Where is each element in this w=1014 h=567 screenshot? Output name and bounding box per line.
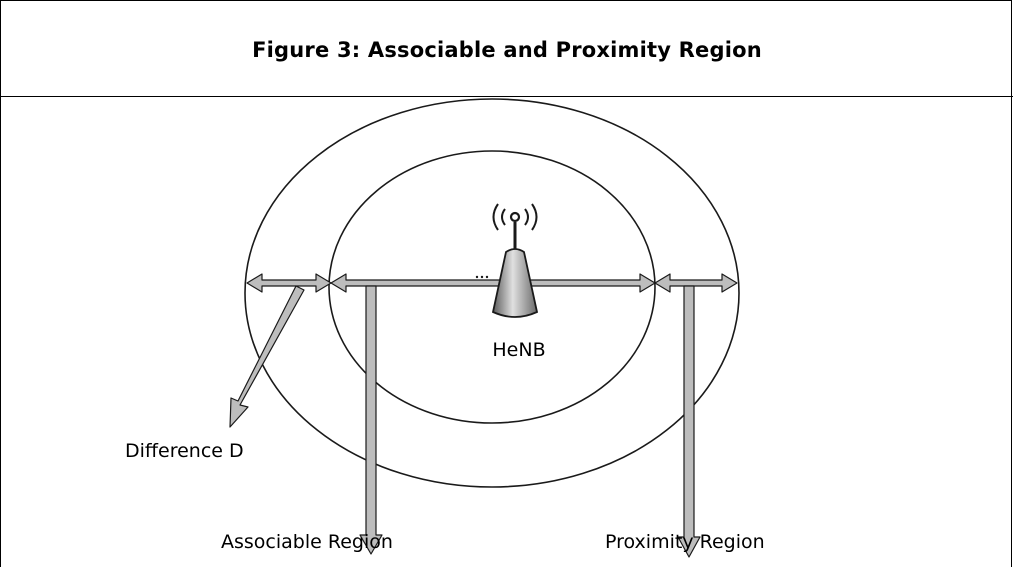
associable-region-label: Associable Region [221, 531, 393, 553]
figure-title: Figure 3: Associable and Proximity Regio… [252, 37, 762, 62]
proximity-region-ellipse [244, 98, 740, 488]
difference-arrow-left [246, 273, 332, 293]
associable-span-arrow [330, 273, 656, 293]
difference-pointer-arrow [229, 285, 305, 428]
proximity-region-label: Proximity Region [605, 531, 765, 553]
henb-tower-icon [491, 203, 539, 318]
station-label: HeNB [492, 339, 545, 361]
region-diagram: HeNB Difference D Associable Region Prox… [125, 98, 765, 558]
difference-label: Difference D [125, 440, 244, 462]
associable-region-ellipse [328, 150, 656, 424]
associable-pointer-arrow [359, 285, 383, 555]
proximity-pointer-arrow [677, 285, 701, 558]
figure-header: Figure 3: Associable and Proximity Regio… [1, 1, 1013, 97]
difference-arrow-right [654, 273, 738, 293]
dotted-marker [475, 275, 489, 279]
